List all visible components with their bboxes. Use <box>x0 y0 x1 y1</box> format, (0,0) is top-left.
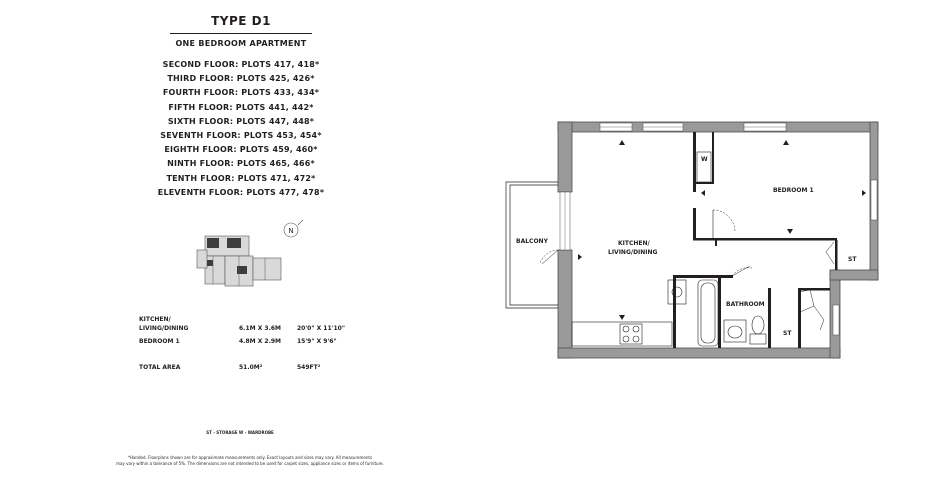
bedroom-door-swing <box>712 209 736 233</box>
highlighted-unit <box>207 238 219 248</box>
page-title: TYPE D1 <box>211 14 271 28</box>
room-name: KITCHEN/ <box>139 316 171 323</box>
plot-line: THIRD FLOOR: PLOTS 425, 426* <box>167 74 315 84</box>
storage-label: ST <box>848 256 857 263</box>
bathroom-door <box>731 265 753 277</box>
bathroom-fixtures <box>697 279 767 347</box>
balcony <box>505 181 558 309</box>
plot-line: SEVENTH FLOOR: PLOTS 453, 454* <box>160 131 322 141</box>
kitchen-label: LIVING/DINING <box>608 249 658 256</box>
storage-doors <box>797 241 835 331</box>
plot-line: ELEVENTH FLOOR: PLOTS 477, 478* <box>157 187 325 197</box>
kitchen-label: KITCHEN/ <box>618 240 651 247</box>
room-metric: 6.1M X 3.6M <box>239 325 282 332</box>
room-imperial: 20'0" X 11'10" <box>297 325 345 332</box>
apartment-type: ONE BEDROOM APARTMENT <box>175 39 307 48</box>
plot-list: SECOND FLOOR: PLOTS 417, 418* THIRD FLOO… <box>140 58 342 200</box>
plot-line: SIXTH FLOOR: PLOTS 447, 448* <box>167 116 315 126</box>
room-name: BEDROOM 1 <box>139 338 180 345</box>
dimension-markers <box>578 140 866 320</box>
plot-line: FOURTH FLOOR: PLOTS 433, 434* <box>162 88 320 98</box>
plot-line: SECOND FLOOR: PLOTS 417, 418* <box>162 60 320 69</box>
total-imperial: 549FT² <box>297 364 321 371</box>
plot-line: TENTH FLOOR: PLOTS 471, 472* <box>166 173 316 183</box>
disclaimer-line: *Handed. Floorplans shown are for approx… <box>127 455 373 460</box>
room-name: LIVING/DINING <box>139 325 189 332</box>
window-mullions <box>564 126 786 250</box>
balcony-door <box>539 249 559 265</box>
disclaimer-line: may vary within a tolerance of 5%. The d… <box>116 460 384 466</box>
interior-walls <box>673 132 838 348</box>
bedroom-label: BEDROOM 1 <box>773 187 814 194</box>
floor-plan: BALCONY W <box>505 121 879 359</box>
compass <box>283 222 299 238</box>
compass-label: N <box>288 227 293 235</box>
plot-line: EIGHTH FLOOR: PLOTS 459, 460* <box>164 145 318 155</box>
total-metric: 51.0M² <box>239 364 263 371</box>
room-imperial: 15'9" X 9'6" <box>297 338 337 345</box>
wardrobe-label: W <box>701 156 708 163</box>
room-metric: 4.8M X 2.9M <box>239 338 282 345</box>
north-arrow-icon <box>297 220 304 226</box>
kitchen-units <box>571 279 687 347</box>
balcony-label: BALCONY <box>516 238 549 245</box>
key-plan: N <box>196 220 304 287</box>
title-divider <box>170 33 312 34</box>
legend: ST - STORAGE W - WARDROBE <box>206 430 274 435</box>
plot-line: NINTH FLOOR: PLOTS 465, 466* <box>167 159 315 169</box>
total-label: TOTAL AREA <box>139 364 181 371</box>
bathroom-label: BATHROOM <box>726 301 765 308</box>
wardrobe <box>696 151 712 183</box>
disclaimer: *Handed. Floorplans shown are for approx… <box>110 455 390 466</box>
plot-line: FIFTH FLOOR: PLOTS 441, 442* <box>168 102 314 112</box>
storage-label: ST <box>783 330 792 337</box>
